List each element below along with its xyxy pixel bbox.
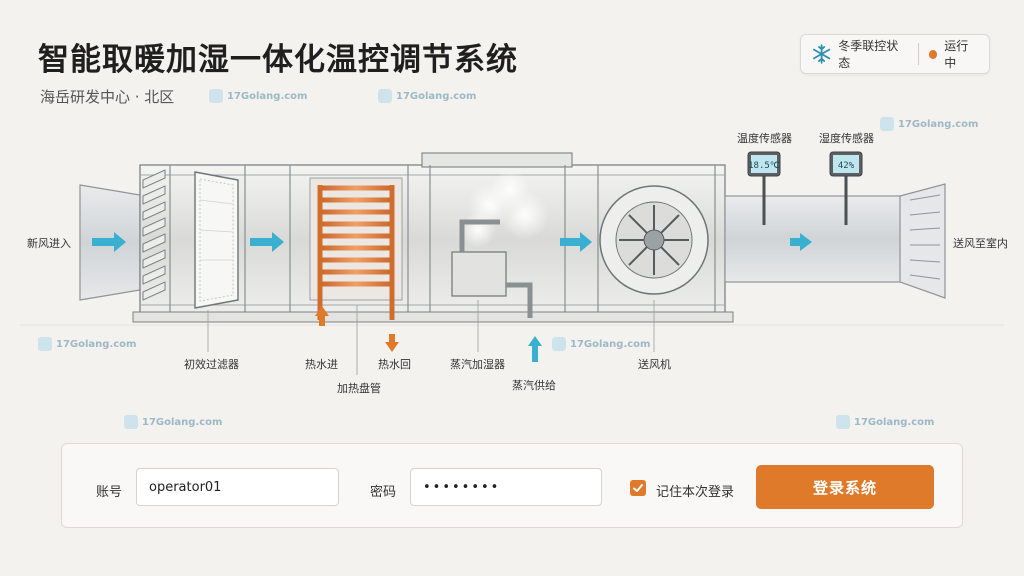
outlet-duct (724, 183, 946, 299)
label-supply-fan: 送风机 (638, 358, 671, 371)
checkmark-icon (633, 484, 643, 492)
airflow-arrow (790, 233, 812, 251)
login-panel: 账号 密码 记住本次登录 登录系统 (61, 443, 963, 528)
watermark: 17Golang.com (38, 337, 136, 351)
label-temperature-sensor: 温度传感器 (737, 132, 792, 145)
page-subtitle: 海岳研发中心 · 北区 (40, 88, 175, 106)
label-steam-supply: 蒸汽供给 (512, 379, 556, 392)
run-state-text: 运行中 (944, 39, 969, 70)
running-indicator-dot (928, 49, 938, 59)
leader-lines (207, 300, 655, 375)
watermark: 17Golang.com (880, 117, 978, 131)
label-steam-humidifier: 蒸汽加湿器 (450, 358, 505, 371)
label-humidity-sensor: 湿度传感器 (819, 132, 874, 145)
steam-supply-arrow (528, 336, 542, 362)
airflow-arrow (92, 232, 126, 252)
watermark-logo-icon (836, 415, 850, 429)
watermark-logo-icon (209, 89, 223, 103)
watermark-logo-icon (552, 337, 566, 351)
watermark-logo-icon (124, 415, 138, 429)
airflow-arrow (560, 232, 592, 252)
hot-water-return-arrow (385, 334, 399, 352)
temperature-reading: 18.5℃ (748, 161, 780, 171)
account-label: 账号 (96, 485, 123, 500)
humidity-reading: 42% (838, 161, 855, 171)
snowflake-icon (813, 44, 831, 64)
watermark: 17Golang.com (124, 415, 222, 429)
steam-humidifier (451, 170, 549, 318)
login-button[interactable]: 登录系统 (756, 465, 934, 509)
air-handling-unit-diagram: 18.5℃ 42% (20, 151, 1004, 375)
status-divider (917, 43, 919, 65)
label-hot-water-return: 热水回 (378, 358, 411, 371)
label-fresh-air-in: 新风进入 (27, 237, 71, 250)
watermark: 17Golang.com (378, 89, 476, 103)
label-primary-filter: 初效过滤器 (184, 358, 239, 371)
label-supply-to-room: 送风至室内 (953, 237, 1008, 250)
airflow-arrows (92, 232, 812, 252)
supply-fan (599, 185, 709, 295)
label-hot-water-in: 热水进 (305, 358, 338, 371)
password-input[interactable] (410, 468, 602, 506)
page-title: 智能取暖加湿一体化温控调节系统 (38, 42, 518, 78)
humidity-sensor: 42% (829, 151, 863, 225)
watermark-logo-icon (38, 337, 52, 351)
watermark: 17Golang.com (836, 415, 934, 429)
label-heating-coil: 加热盘管 (337, 382, 381, 395)
password-label: 密码 (370, 485, 397, 500)
hot-water-in-arrow (315, 306, 329, 326)
inlet-damper-louvers (142, 169, 166, 301)
temperature-sensor: 18.5℃ (747, 151, 781, 225)
watermark: 17Golang.com (209, 89, 307, 103)
watermark: 17Golang.com (552, 337, 650, 351)
remember-label[interactable]: 记住本次登录 (656, 485, 735, 500)
status-card: 冬季联控状态 运行中 (800, 34, 990, 74)
heating-coil (309, 177, 403, 320)
season-mode-text: 冬季联控状态 (838, 39, 899, 70)
remember-checkbox[interactable] (630, 480, 646, 496)
watermark-logo-icon (880, 117, 894, 131)
airflow-arrow (250, 232, 284, 252)
watermark-logo-icon (378, 89, 392, 103)
primary-filter (194, 171, 239, 309)
account-input[interactable] (136, 468, 339, 506)
